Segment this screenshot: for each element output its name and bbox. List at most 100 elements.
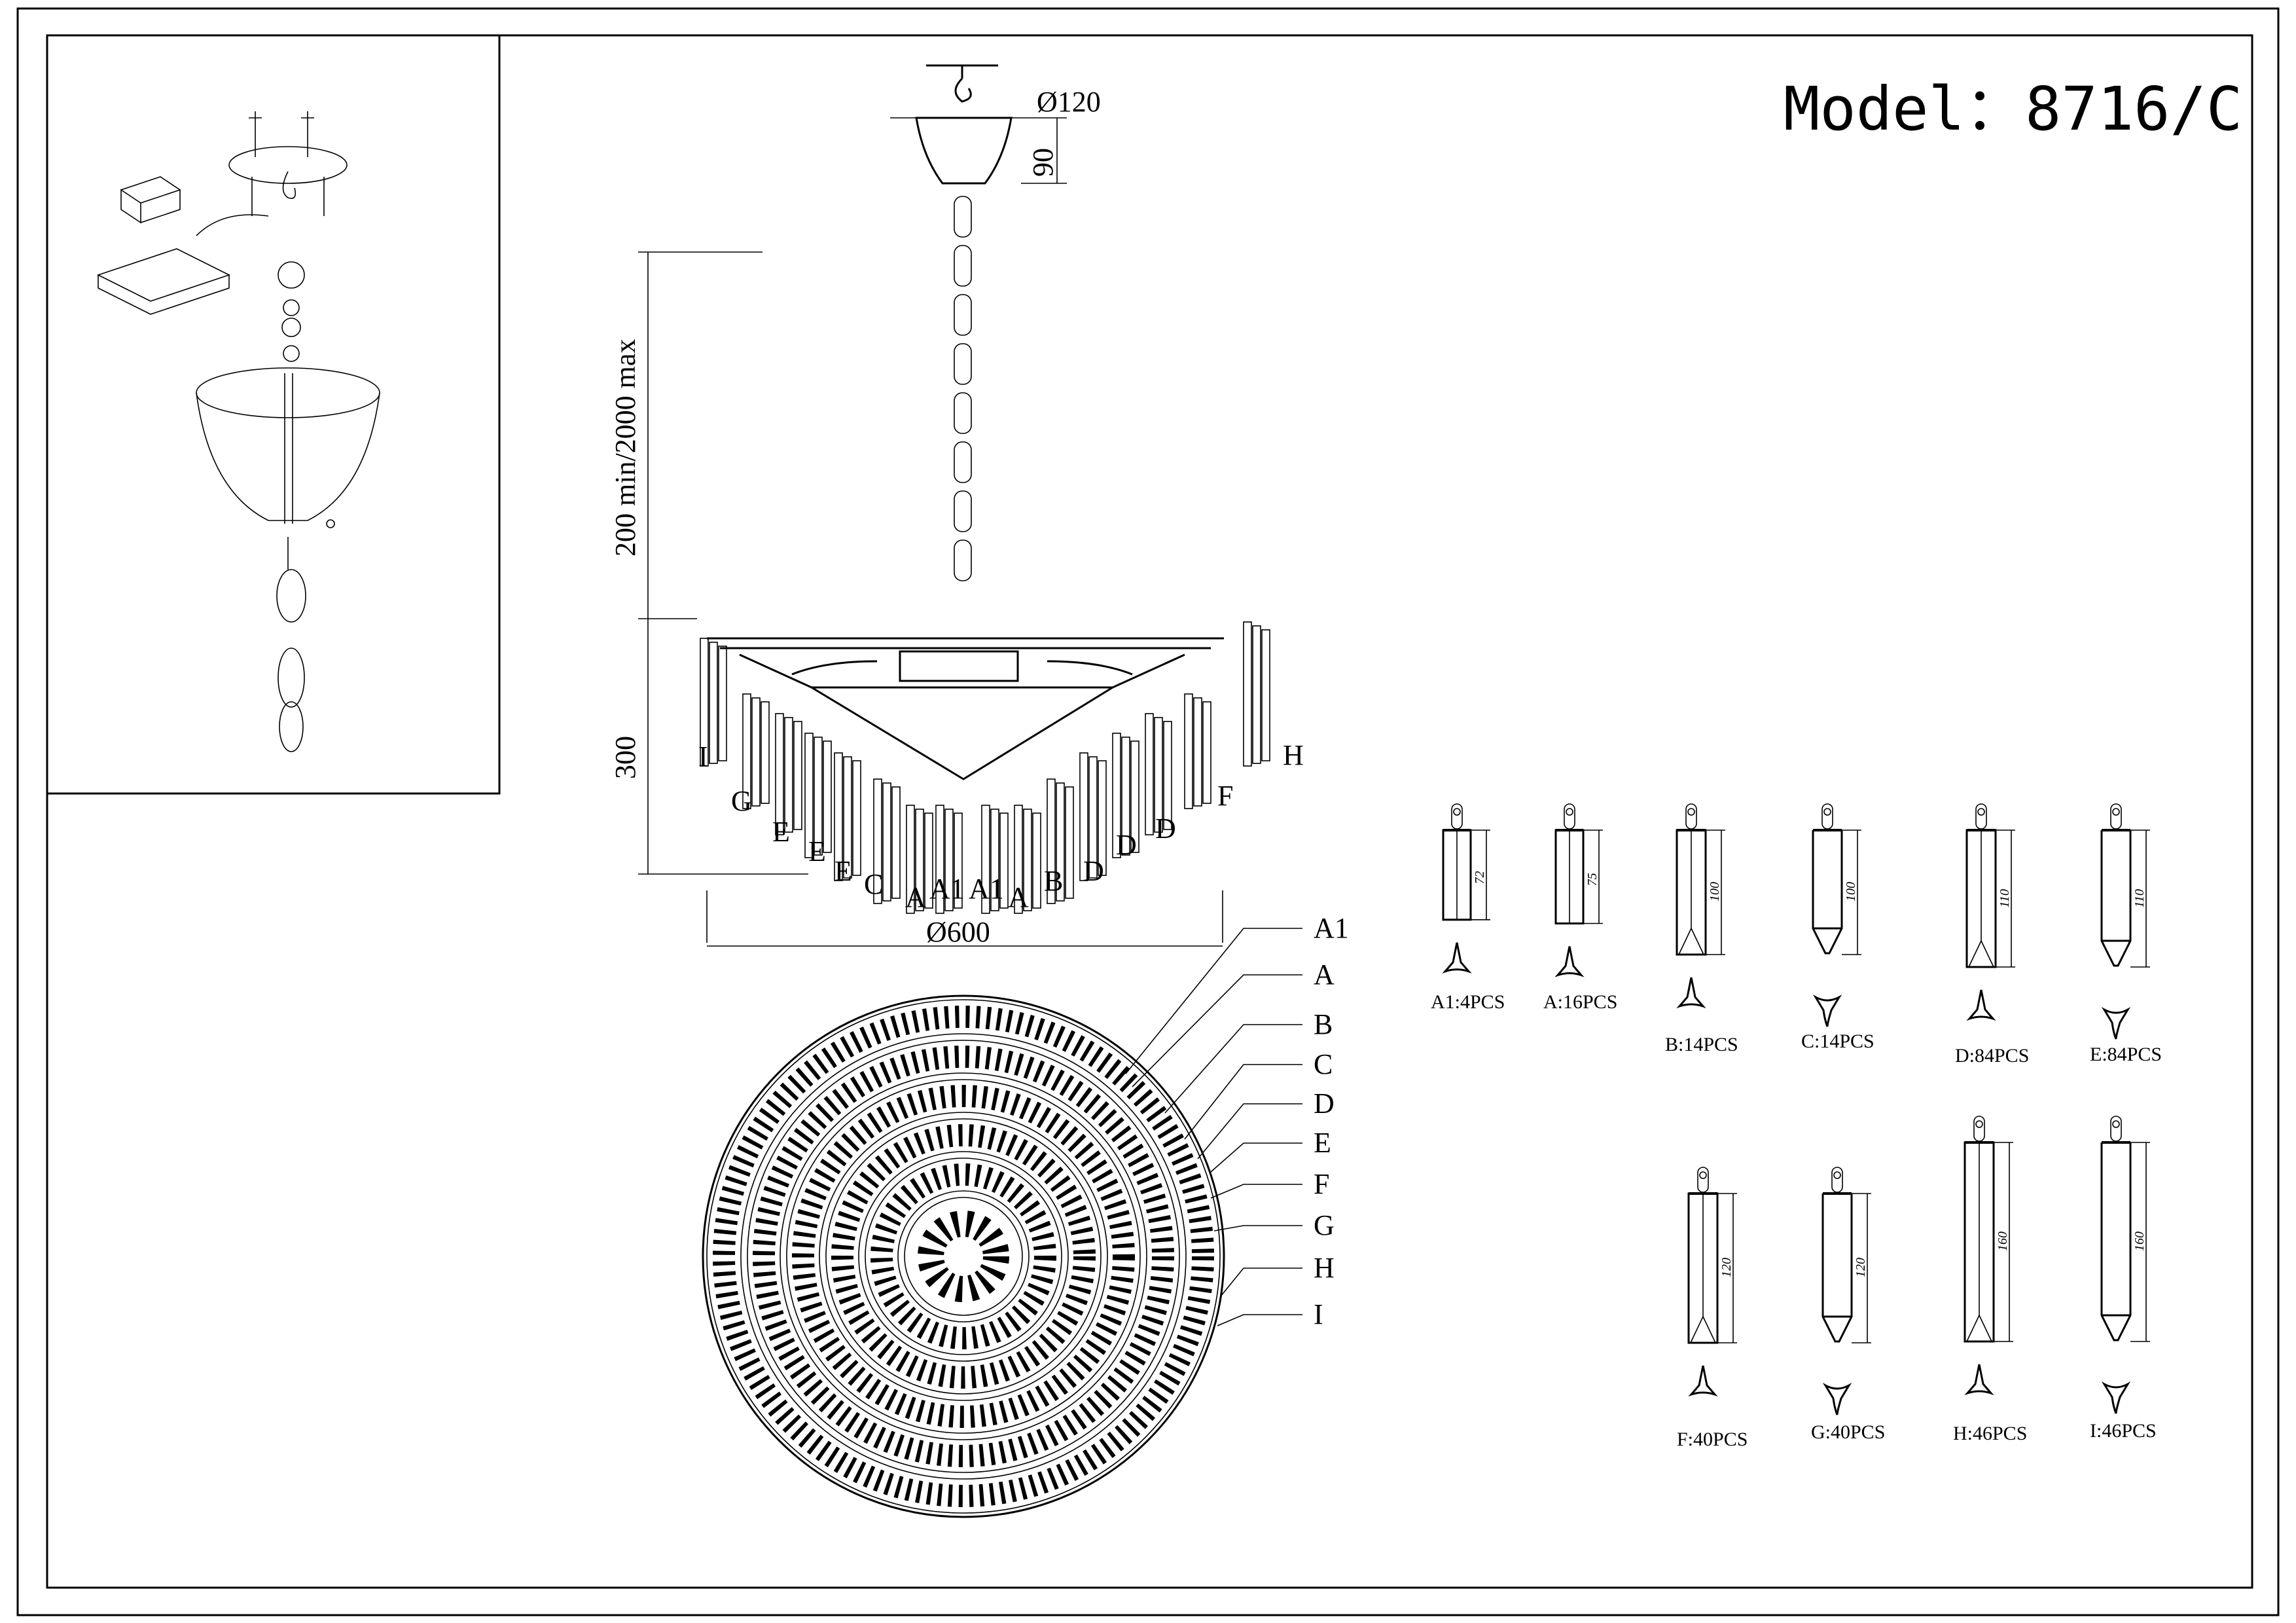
hanger-loop	[1975, 803, 1987, 830]
top-label-d: D	[1314, 1087, 1335, 1120]
leader-line	[1164, 1024, 1302, 1114]
parts-list: 72A1:4PCS75A:16PCS100B:14PCS100C:14PCS11…	[1431, 803, 2162, 1450]
crystal-cross-section-icon	[1554, 946, 1585, 977]
chain-side	[954, 196, 972, 581]
side-label-a1: A1	[969, 873, 1004, 905]
side-crystal	[882, 782, 891, 902]
part-count-label: A:16PCS	[1543, 991, 1617, 1013]
crystal-body	[1812, 830, 1843, 955]
hanger-loop	[2110, 803, 2122, 830]
crystal-body	[2100, 1142, 2132, 1341]
side-crystal	[823, 740, 832, 853]
top-label-c: C	[1314, 1048, 1333, 1080]
ring-outline	[825, 1118, 1102, 1395]
frame-side	[707, 637, 1224, 780]
side-crystal	[1261, 629, 1270, 761]
body-height-dim: 300	[609, 736, 641, 779]
hanger-loop	[1821, 803, 1833, 830]
ring-c	[831, 1124, 1096, 1389]
side-label-b: B	[1044, 865, 1063, 897]
ring-outline	[780, 1072, 1147, 1440]
side-crystal	[990, 809, 999, 911]
crystal-body	[1821, 1194, 1853, 1343]
chain-link	[954, 196, 972, 238]
side-crystal	[1047, 778, 1056, 904]
side-crystal	[981, 805, 990, 914]
ring-outline	[897, 1190, 1030, 1322]
side-crystal	[751, 697, 761, 807]
part-count-label: E:84PCS	[2090, 1044, 2162, 1065]
ring-center	[918, 1211, 1009, 1302]
part-length: 120	[1719, 1258, 1734, 1277]
part-length: 160	[2132, 1231, 2147, 1251]
side-crystal	[954, 812, 963, 909]
side-crystal	[873, 778, 882, 904]
side-crystal	[834, 752, 843, 881]
canopy-diameter-dim: Ø120	[1037, 86, 1101, 118]
part-count-label: D:84PCS	[1955, 1045, 2029, 1067]
length-dimension-line	[1471, 830, 1490, 921]
dimension-lines	[638, 117, 1223, 947]
model-title: Model：8716/C	[1784, 74, 2242, 144]
side-crystal	[935, 805, 944, 914]
side-label-d: D	[1083, 855, 1104, 887]
crystal-cross-section-icon	[1966, 989, 1996, 1021]
side-crystal	[804, 733, 814, 858]
hanger-loop	[1685, 803, 1697, 830]
side-crystal	[1193, 697, 1202, 807]
leader-line	[1197, 1103, 1302, 1159]
length-dimension-line	[1717, 1193, 1737, 1343]
crystal-cross-section-icon	[2101, 1381, 2131, 1414]
part-count-label: H:46PCS	[1953, 1423, 2027, 1444]
side-label-a1: A1	[929, 873, 965, 905]
ring-outline	[740, 1033, 1187, 1480]
ring-a	[870, 1163, 1056, 1349]
ring-i	[713, 1006, 1214, 1507]
side-label-g: G	[731, 785, 752, 817]
top-label-f: F	[1314, 1168, 1329, 1200]
side-crystal	[1056, 782, 1065, 902]
side-crystal	[1088, 756, 1098, 879]
side-label-e: E	[808, 835, 826, 867]
part-length: 110	[1998, 889, 2012, 908]
chain-link	[954, 539, 972, 581]
ceiling-plate-with-screws	[228, 111, 348, 216]
top-view-rings	[702, 994, 1225, 1518]
terminal-block	[96, 176, 269, 315]
ring-outline	[858, 1151, 1069, 1362]
side-crystals	[700, 621, 1270, 914]
side-crystal	[1154, 717, 1163, 833]
canopy-height-dim: 90	[1027, 148, 1059, 177]
side-label-d: D	[1155, 812, 1176, 845]
ring-outline	[786, 1079, 1141, 1434]
leader-line	[1184, 1064, 1302, 1140]
length-dimension-line	[2130, 830, 2150, 968]
side-crystal	[1145, 713, 1154, 835]
hook-and-chain-top	[278, 261, 305, 362]
top-label-g: G	[1314, 1209, 1335, 1241]
top-label-h: H	[1314, 1252, 1335, 1284]
part-length: 110	[2132, 889, 2147, 908]
side-crystal	[709, 642, 718, 764]
lower-chain	[276, 537, 306, 752]
side-crystal	[1065, 786, 1074, 899]
leader-line	[1213, 1225, 1302, 1231]
side-crystal	[1121, 737, 1130, 856]
side-label-c: C	[864, 868, 883, 900]
installation-inset	[46, 34, 501, 795]
side-crystal	[1252, 625, 1261, 764]
side-crystal	[1112, 733, 1121, 858]
part-length: 75	[1585, 873, 1600, 886]
side-crystal	[906, 805, 915, 914]
crystal-cross-section-icon	[1688, 1365, 1718, 1397]
leader-line	[1125, 928, 1302, 1074]
hanger-loop	[1973, 1116, 1985, 1142]
